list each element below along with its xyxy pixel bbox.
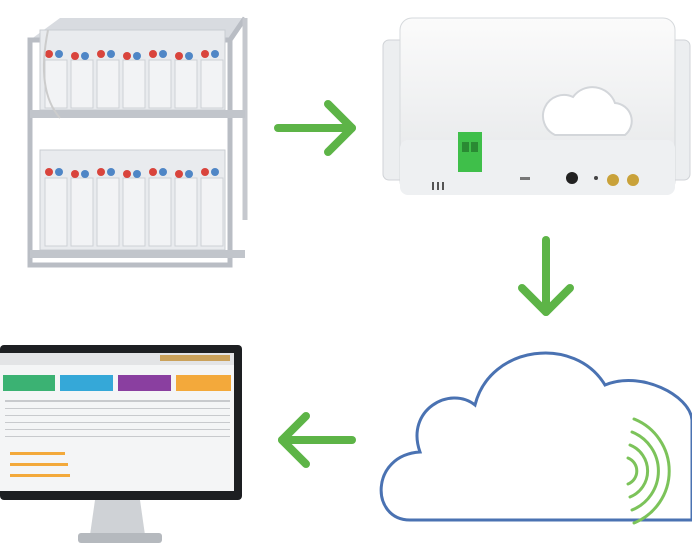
battery-terminal xyxy=(159,50,167,58)
battery-cell xyxy=(174,177,198,247)
battery-cell xyxy=(122,177,146,247)
battery-terminal xyxy=(71,170,79,178)
battery-cell xyxy=(200,177,224,247)
battery-terminal xyxy=(107,168,115,176)
battery-cell xyxy=(200,59,224,109)
battery-terminal xyxy=(133,52,141,60)
cloud-icon xyxy=(379,351,692,525)
battery-cell xyxy=(70,177,94,247)
battery-terminal xyxy=(175,170,183,178)
battery-cell xyxy=(96,177,120,247)
battery-terminal xyxy=(55,168,63,176)
battery-rack-icon xyxy=(27,16,248,268)
battery-terminal xyxy=(201,168,209,176)
cloud-logo-icon xyxy=(542,86,633,136)
battery-terminal xyxy=(71,52,79,60)
arrow-down xyxy=(518,236,574,316)
battery-terminal xyxy=(45,50,53,58)
battery-terminal xyxy=(81,170,89,178)
battery-terminal xyxy=(97,168,105,176)
battery-terminal xyxy=(123,52,131,60)
battery-terminal xyxy=(185,52,193,60)
battery-cell xyxy=(70,59,94,109)
battery-cell xyxy=(174,59,198,109)
battery-terminal xyxy=(55,50,63,58)
battery-terminal xyxy=(201,50,209,58)
battery-cell xyxy=(96,59,120,109)
gateway-device-icon xyxy=(382,17,691,195)
battery-terminal xyxy=(211,50,219,58)
battery-terminal xyxy=(107,50,115,58)
arrow-right xyxy=(274,100,356,156)
battery-terminal xyxy=(211,168,219,176)
battery-terminal xyxy=(149,50,157,58)
wireless-signal-icon xyxy=(626,417,671,525)
battery-cell xyxy=(44,59,68,109)
battery-terminal xyxy=(149,168,157,176)
battery-terminal xyxy=(159,168,167,176)
battery-terminal xyxy=(45,168,53,176)
monitor-dashboard-icon xyxy=(0,345,242,543)
battery-cell xyxy=(122,59,146,109)
battery-terminal xyxy=(81,52,89,60)
battery-cell xyxy=(148,177,172,247)
battery-terminal xyxy=(133,170,141,178)
battery-terminal xyxy=(97,50,105,58)
battery-terminal xyxy=(123,170,131,178)
battery-cell xyxy=(44,177,68,247)
battery-terminal xyxy=(185,170,193,178)
battery-cell xyxy=(148,59,172,109)
arrow-left xyxy=(278,412,356,468)
battery-terminal xyxy=(175,52,183,60)
